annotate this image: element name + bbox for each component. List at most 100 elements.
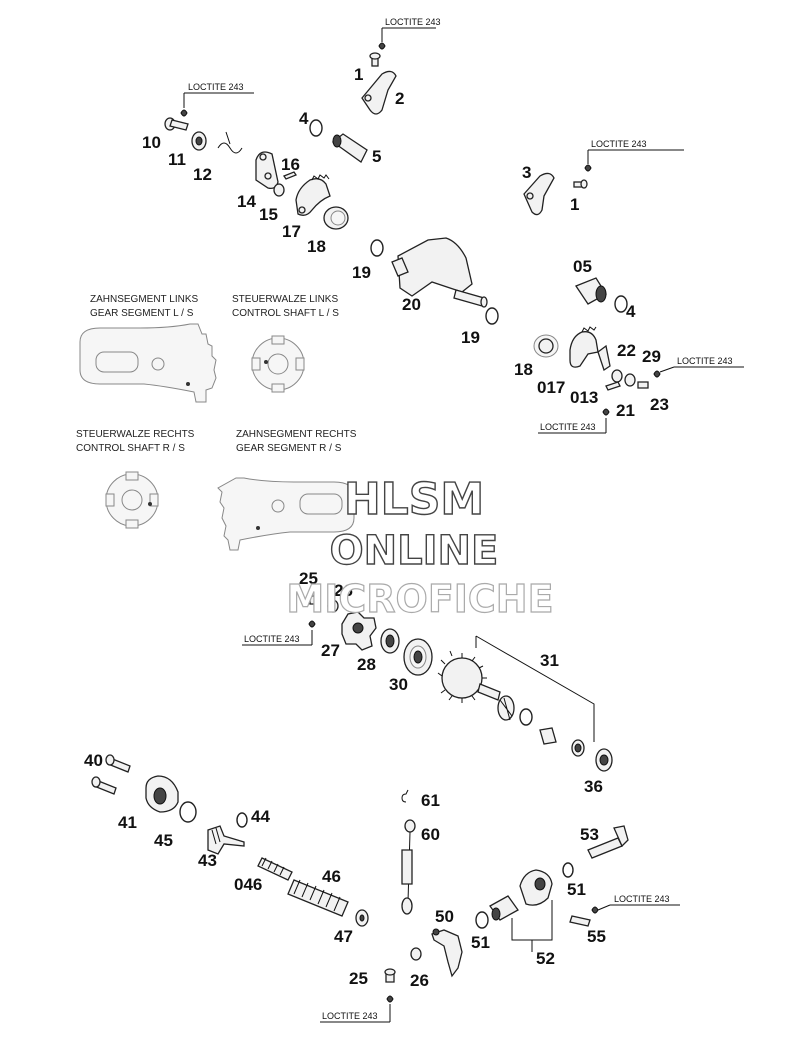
part-clip-61 — [401, 789, 409, 803]
callout-19: 19 — [461, 328, 480, 347]
part-washer-26a — [327, 599, 339, 613]
callout-12: 12 — [193, 165, 212, 184]
part-washer-11 — [191, 131, 207, 151]
part-screw-1a — [369, 52, 381, 67]
part-nut-29 — [624, 373, 636, 387]
loctite-label-right-top: LOCTITE 243 — [584, 139, 684, 172]
loctite-drop-icon — [308, 620, 316, 628]
caption-en: CONTROL SHAFT R / S — [76, 443, 185, 454]
part-screw-25b — [384, 968, 396, 983]
part-bearing-30 — [403, 638, 433, 676]
part-sleeve-52 — [489, 869, 553, 921]
callout-51: 51 — [567, 880, 586, 899]
loctite-label-right-mid: LOCTITE 243 — [653, 356, 744, 378]
loctite-drop-icon — [591, 906, 599, 914]
watermark: HLSM ONLINE MICROFICHE — [286, 473, 554, 621]
loctite-text: LOCTITE 243 — [385, 17, 441, 27]
part-oring-44 — [236, 812, 248, 828]
callout-30: 30 — [389, 675, 408, 694]
part-screw-25a — [309, 595, 319, 605]
callout-53: 53 — [580, 825, 599, 844]
part-star-27 — [341, 611, 377, 651]
part-lever-50 — [431, 928, 463, 978]
part-bushing-18a — [323, 206, 349, 230]
loctite-text: LOCTITE 243 — [614, 894, 670, 904]
callout-28: 28 — [357, 655, 376, 674]
callout-numbers: 1 2 4 5 10 11 12 16 14 15 17 18 19 20 19… — [84, 65, 669, 990]
caption-gear-segment-right: ZAHNSEGMENT RECHTS GEAR SEGMENT R / S — [236, 429, 357, 454]
loctite-label-bottom-right: LOCTITE 243 — [591, 894, 680, 914]
loctite-text: LOCTITE 243 — [540, 422, 596, 432]
part-pin-16 — [283, 171, 297, 180]
loctite-drop-icon — [386, 995, 394, 1003]
loctite-label-left: LOCTITE 243 — [180, 82, 254, 117]
callout-20: 20 — [402, 295, 421, 314]
part-rod-60 — [401, 819, 416, 915]
callout-017: 017 — [537, 378, 565, 397]
part-screw-55 — [569, 915, 591, 927]
part-control-shaft-20 — [391, 237, 488, 308]
caption-de: ZAHNSEGMENT LINKS — [90, 294, 198, 305]
callout-26: 26 — [334, 581, 353, 600]
part-oring-19a — [370, 239, 384, 257]
callout-50: 50 — [435, 907, 454, 926]
loctite-drop-icon — [602, 408, 610, 416]
callout-25: 25 — [299, 569, 318, 588]
part-washer-51b — [562, 862, 574, 878]
callout-4: 4 — [626, 302, 636, 321]
callout-61: 61 — [421, 791, 440, 810]
part-sleeve-5 — [331, 133, 368, 163]
callout-1: 1 — [570, 195, 579, 214]
loctite-drop-icon — [180, 109, 188, 117]
part-sleeve-05 — [575, 277, 607, 305]
caption-de: STEUERWALZE RECHTS — [76, 429, 195, 440]
part-oring-4b — [614, 295, 628, 313]
loctite-drop-icon — [584, 164, 592, 172]
watermark-line-2: ONLINE — [330, 528, 499, 574]
callout-44: 44 — [251, 807, 270, 826]
callout-46: 46 — [322, 867, 341, 886]
callout-3: 3 — [522, 163, 531, 182]
part-bearing-36 — [595, 748, 613, 772]
loctite-label-mid-left: LOCTITE 243 — [242, 620, 316, 646]
callout-51: 51 — [471, 933, 490, 952]
part-pin-21 — [605, 381, 621, 391]
callout-29: 29 — [642, 347, 661, 366]
part-oring-19b — [485, 307, 499, 325]
ref-control-shaft-right — [105, 471, 159, 529]
callout-2: 2 — [395, 89, 404, 108]
part-screw-23 — [637, 381, 649, 389]
loctite-drop-icon — [378, 42, 386, 50]
part-washer-26b — [410, 947, 422, 961]
caption-en: GEAR SEGMENT R / S — [236, 443, 342, 454]
part-gear-assembly-31 — [437, 650, 585, 757]
callout-15: 15 — [259, 205, 278, 224]
callout-60: 60 — [421, 825, 440, 844]
caption-control-shaft-left: STEUERWALZE LINKS CONTROL SHAFT L / S — [232, 294, 339, 319]
ref-control-shaft-left — [251, 335, 305, 393]
part-bearing-28 — [380, 628, 400, 654]
loctite-label-bottom: LOCTITE 243 — [320, 995, 394, 1023]
caption-control-shaft-right: STEUERWALZE RECHTS CONTROL SHAFT R / S — [76, 429, 195, 454]
caption-en: CONTROL SHAFT L / S — [232, 308, 339, 319]
part-screw-1b — [573, 179, 588, 189]
callout-23: 23 — [650, 395, 669, 414]
part-washer-51a — [475, 911, 489, 929]
part-housing-41 — [145, 775, 179, 813]
part-oring-45 — [179, 801, 197, 823]
callout-26: 26 — [410, 971, 429, 990]
loctite-text: LOCTITE 243 — [244, 634, 300, 644]
callout-17: 17 — [282, 222, 301, 241]
callout-47: 47 — [334, 927, 353, 946]
callout-046: 046 — [234, 875, 262, 894]
callout-22: 22 — [617, 341, 636, 360]
loctite-text: LOCTITE 243 — [677, 356, 733, 366]
part-washer-15 — [273, 183, 285, 197]
callout-52: 52 — [536, 949, 555, 968]
loctite-text: LOCTITE 243 — [322, 1011, 378, 1021]
part-washer-22 — [611, 369, 623, 383]
part-spring-46 — [287, 879, 349, 917]
bracket-52 — [511, 900, 553, 952]
